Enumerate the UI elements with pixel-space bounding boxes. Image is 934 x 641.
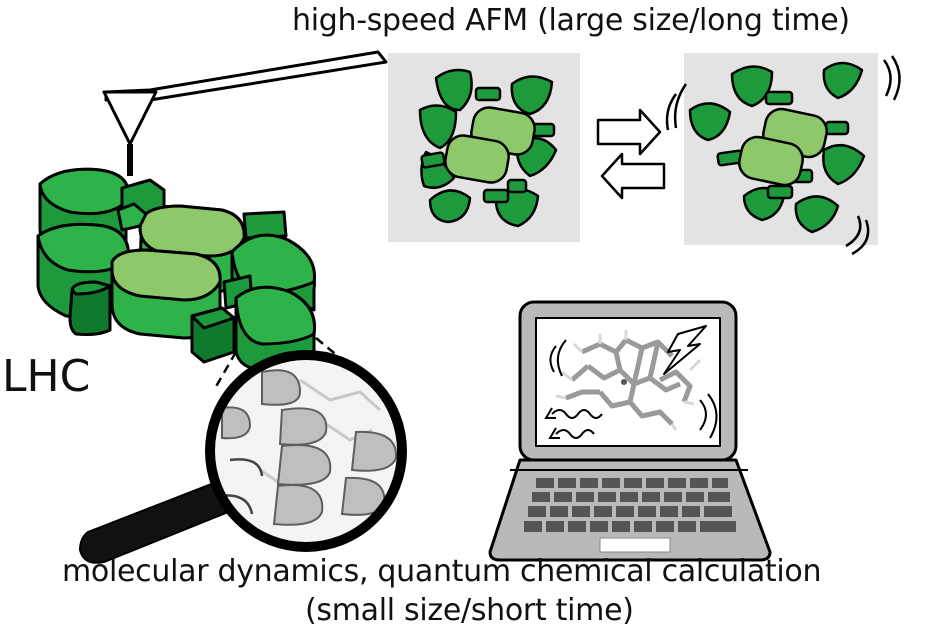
afm-panel-right [665, 53, 901, 256]
screen-annotations [544, 339, 718, 439]
caption-line-1: molecular dynamics, quantum chemical cal… [62, 554, 822, 589]
arrow-right-icon [596, 108, 662, 156]
lhc-label: LHC [2, 351, 91, 402]
motion-marks [665, 55, 901, 256]
laptop-touchpad [599, 537, 671, 553]
afm-title: high-speed AFM (large size/long time) [292, 3, 850, 38]
magnifying-glass-icon [78, 350, 407, 564]
lhc-protein-complex-icon [36, 167, 316, 372]
afm-cantilever-icon [102, 50, 388, 176]
lightning-bolt-icon [663, 325, 707, 375]
arrow-left-icon [600, 152, 666, 200]
caption-line-2: (small size/short time) [305, 593, 634, 628]
laptop-keyboard [524, 478, 736, 532]
molecule-render [555, 330, 702, 431]
afm-panel-left [388, 53, 580, 242]
